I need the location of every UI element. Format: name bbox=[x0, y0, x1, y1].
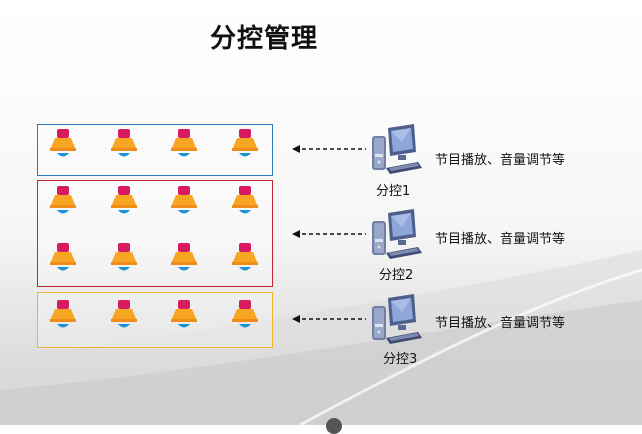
controller-1-description: 节目播放、音量调节等 bbox=[435, 153, 566, 168]
arrow-left-icon bbox=[292, 230, 366, 238]
controller-2-label: 分控2 bbox=[379, 268, 414, 283]
speaker-icon bbox=[169, 186, 199, 218]
speaker-icon bbox=[230, 243, 260, 275]
computer-icon bbox=[370, 124, 424, 176]
speaker-icon bbox=[169, 129, 199, 161]
controller-3-label: 分控3 bbox=[383, 352, 418, 367]
speaker-icon bbox=[109, 300, 139, 332]
speaker-icon bbox=[230, 186, 260, 218]
speaker-icon bbox=[230, 300, 260, 332]
arrow-left-icon bbox=[292, 315, 366, 323]
controller-1-label: 分控1 bbox=[376, 184, 411, 199]
speaker-icon bbox=[48, 129, 78, 161]
speaker-icon bbox=[109, 129, 139, 161]
navigation-dot-icon bbox=[326, 418, 342, 434]
speaker-icon bbox=[230, 129, 260, 161]
speaker-icon bbox=[48, 300, 78, 332]
page-title: 分控管理 bbox=[210, 24, 319, 54]
controller-2-description: 节目播放、音量调节等 bbox=[435, 232, 566, 247]
speaker-icon bbox=[109, 243, 139, 275]
computer-icon bbox=[370, 294, 424, 346]
speaker-icon bbox=[48, 243, 78, 275]
zone-2-box bbox=[37, 180, 273, 287]
speaker-icon bbox=[169, 300, 199, 332]
speaker-icon bbox=[109, 186, 139, 218]
computer-icon bbox=[370, 209, 424, 261]
arrow-left-icon bbox=[292, 145, 366, 153]
slide-background bbox=[0, 0, 642, 425]
controller-3-description: 节目播放、音量调节等 bbox=[435, 316, 566, 331]
speaker-icon bbox=[169, 243, 199, 275]
speaker-icon bbox=[48, 186, 78, 218]
